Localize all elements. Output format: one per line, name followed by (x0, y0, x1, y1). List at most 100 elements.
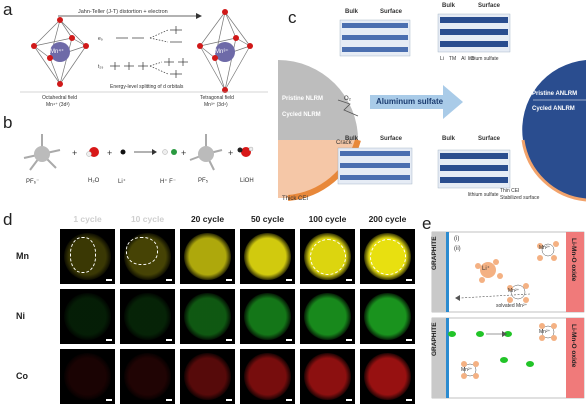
svg-text:+: + (107, 148, 112, 158)
graphite-label-top: GRAPHITE (431, 236, 438, 270)
field-right-sub: Mn³⁺ (3d⁴) (204, 102, 228, 108)
scale-bar (106, 339, 112, 341)
field-right: Tetragonal field (200, 95, 234, 101)
d-map-tile (300, 229, 355, 284)
d-map-tile (300, 289, 355, 344)
lithium-sulfate-label-top: lithium sulfate (468, 56, 499, 62)
d-map-tile (180, 229, 235, 284)
cycled-anlrm-particle (523, 140, 586, 200)
d-map-tile (180, 349, 235, 404)
pristine-anlrm-label: Pristine ANLRM (532, 91, 578, 97)
scale-bar (166, 279, 172, 281)
aluminum-sulfate-label: Aluminum sulfate (376, 97, 444, 106)
marker-ii: (ii) (454, 246, 461, 252)
scale-bar (106, 399, 112, 401)
c-bulk-2: Bulk (442, 3, 456, 9)
field-left: Octahedral field (42, 95, 78, 101)
legend-li: Li (440, 56, 444, 62)
svg-text:+: + (228, 148, 233, 158)
scale-bar (286, 339, 292, 341)
graphite-top (432, 232, 446, 312)
scale-bar (286, 399, 292, 401)
panel-c-diagram (278, 13, 586, 202)
d-column-header: 20 cycle (190, 214, 225, 224)
mn4-ion (50, 42, 70, 62)
oxide-label-bottom: Li-Mn-O oxide (570, 324, 577, 368)
d-map-tile (240, 349, 295, 404)
scale-bar (166, 339, 172, 341)
oxide-bottom (566, 318, 584, 398)
marker-i: (i) (454, 236, 460, 242)
d-map-tile (120, 229, 175, 284)
panel-a-label: a (3, 0, 13, 19)
d-column-header: 50 cycle (250, 214, 285, 224)
panel-b-diagram: + + + + (23, 134, 254, 171)
d-map-tile (180, 289, 235, 344)
d-map-particle (304, 293, 351, 340)
d-map-particle (184, 353, 231, 400)
mn3-ion (215, 42, 235, 62)
splitting-note: Energy-level splitting of d orbitals (110, 84, 184, 90)
cycled-anlrm-label: Cycled ANLRM (532, 106, 575, 112)
d-map-particle (64, 353, 111, 400)
c-bulk-1: Bulk (345, 9, 359, 15)
svg-text:+: + (72, 148, 77, 158)
d-map-particle (184, 233, 231, 280)
species-lioh: LiOH (240, 178, 254, 184)
panel-a-diagram (20, 9, 268, 93)
scale-bar (346, 279, 352, 281)
ion-right-label: Mn³⁺ (215, 49, 229, 55)
scale-bar (346, 339, 352, 341)
bulk-surface-lattice-mid (337, 147, 413, 185)
d-map-tile (60, 349, 115, 404)
panel-d-label: d (3, 210, 13, 229)
octahedron-right (199, 11, 251, 91)
legend-al: Al (461, 56, 466, 62)
oxide-top (566, 232, 584, 312)
pf5-sphere (198, 146, 214, 162)
d-map-particle (124, 353, 171, 400)
d-map-particle (244, 233, 291, 280)
d-map-tile (120, 349, 175, 404)
d-dashed-outline (126, 237, 158, 265)
c-surface-2: Surface (478, 3, 501, 9)
d-row-label: Mn (16, 251, 29, 261)
d-row-label: Ni (16, 311, 25, 321)
scale-bar (406, 399, 412, 401)
scale-bar (406, 279, 412, 281)
graphite-bottom (432, 318, 446, 398)
thin-cei-label: Thin CEI (500, 188, 520, 194)
d-column-header: 10 cycle (130, 214, 165, 224)
legend-tm: TM (448, 56, 457, 62)
scale-bar (226, 279, 232, 281)
d-map-particle (364, 353, 411, 400)
d-map-tile (360, 229, 415, 284)
d-dashed-outline (310, 239, 346, 275)
d-map-tile (60, 229, 115, 284)
lithium-sulfate-label-bottom: lithium sulfate (468, 192, 499, 198)
d-map-tile (240, 229, 295, 284)
d-dashed-outline (70, 237, 96, 273)
eg-label: e₉ (98, 36, 103, 42)
d-dashed-outline (370, 239, 406, 275)
d-map-particle (124, 293, 171, 340)
c-legend: Li TM Al O (440, 56, 474, 62)
mn2-label-top: Mn²⁺ (508, 288, 520, 294)
stabilized-label: Stabilized surface (500, 195, 540, 201)
panel-b-label: b (3, 113, 13, 132)
d-map-tile (360, 289, 415, 344)
d-map-tile (360, 349, 415, 404)
d-column-header: 200 cycle (368, 214, 407, 224)
c-bulk-4: Bulk (442, 136, 456, 142)
scale-bar (286, 279, 292, 281)
c-surface-1: Surface (380, 9, 403, 15)
mn2-label-bottom: Mn²⁺ (461, 367, 473, 373)
d-map-particle (304, 353, 351, 400)
scale-bar (106, 279, 112, 281)
d-map-tile (120, 289, 175, 344)
graphite-label-bottom: GRAPHITE (431, 322, 438, 356)
o2-label: O₂ (344, 96, 351, 102)
legend-o: O (470, 56, 475, 62)
oxide-label-top: Li-Mn-O oxide (570, 238, 577, 282)
scale-bar (166, 399, 172, 401)
